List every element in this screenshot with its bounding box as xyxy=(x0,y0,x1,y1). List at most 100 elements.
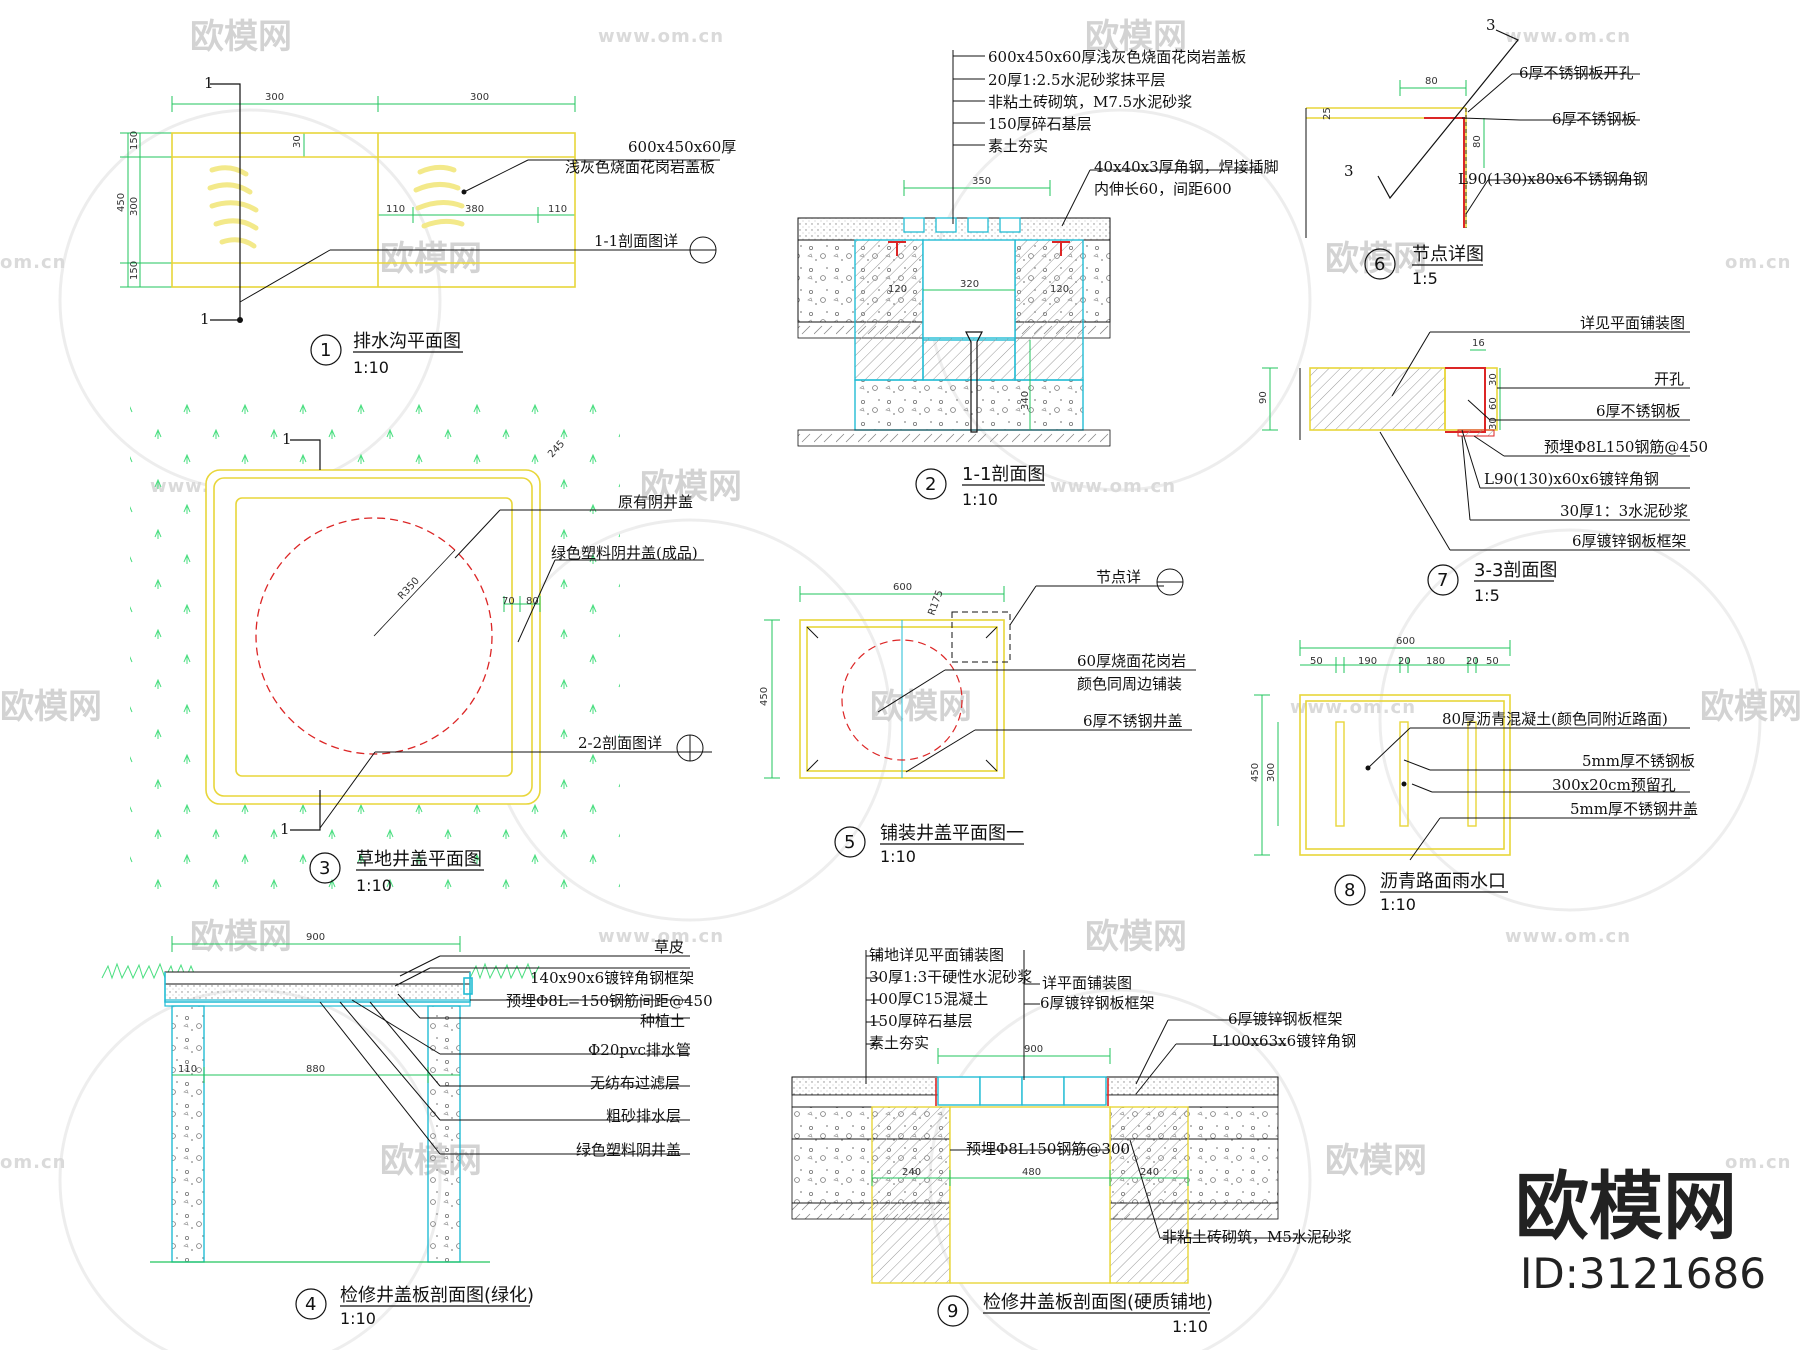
watermark-site: www.om.cn xyxy=(1505,26,1631,47)
dim-240: 240 xyxy=(902,1167,921,1178)
drawing-scale: 1:10 xyxy=(1172,1317,1208,1336)
cut-dot xyxy=(237,317,243,323)
drawing-scale: 1:10 xyxy=(962,490,998,509)
drawing-number: 6 xyxy=(1374,254,1385,275)
manhole-circle xyxy=(841,639,963,761)
dim-30: 30 xyxy=(1488,417,1499,430)
label-dry-mortar: 30厚1:3干硬性水泥砂浆 xyxy=(869,968,1032,986)
dim-600: 600 xyxy=(1396,636,1415,647)
drawing-9-section-hard: 900 240 480 240 铺地详见平面铺装图 30厚1:3干硬性水泥砂浆 … xyxy=(791,946,1356,1336)
watermark-brand: 欧模网 xyxy=(190,17,292,57)
detail-ref-symbol xyxy=(689,236,717,264)
section-mark: 3 xyxy=(1344,162,1354,180)
detail-ref-symbol xyxy=(676,734,704,762)
hard-angles xyxy=(935,1078,1109,1106)
label-angle-steel: L90(130)x80x6不锈钢角钢 xyxy=(1458,170,1648,188)
drawing-scale: 1:10 xyxy=(353,358,389,377)
label-gravel: 150厚碎石基层 xyxy=(869,1012,973,1030)
watermark-brand: 欧模网 xyxy=(1085,917,1187,957)
drawing-number: 5 xyxy=(844,832,855,853)
watermark-site-short: om.cn xyxy=(1725,252,1791,273)
watermark-site: www.om.cn xyxy=(1050,476,1176,497)
drawing-scale: 1:10 xyxy=(340,1309,376,1328)
dim-350: 350 xyxy=(972,176,991,187)
label-reserved-hole: 300x20cm预留孔 xyxy=(1552,776,1676,794)
dim-190: 190 xyxy=(1358,656,1377,667)
label-galv-angle: L100x63x6镀锌角钢 xyxy=(1212,1032,1356,1050)
drain-plan-dimensions xyxy=(120,96,576,288)
title-block-7: 7 3-3剖面图 1:5 xyxy=(1427,560,1557,605)
section-mark: 3 xyxy=(1486,16,1496,34)
watermark-site-short: om.cn xyxy=(1725,1152,1791,1173)
drawing-number: 4 xyxy=(305,1294,316,1315)
watermark-site: www.om.cn xyxy=(598,26,724,47)
label-rebar: 预埋Φ8L150钢筋@300 xyxy=(966,1140,1130,1158)
label-steel-cover: 6厚不锈钢井盖 xyxy=(1083,712,1183,730)
drawing-number: 3 xyxy=(319,858,330,879)
label-mortar: 20厚1:2.5水泥砂浆抹平层 xyxy=(988,71,1166,89)
label-soil: 素土夯实 xyxy=(988,137,1048,155)
dim-60: 60 xyxy=(1488,397,1499,410)
drawing-title: 检修井盖板剖面图(硬质铺地) xyxy=(983,1292,1213,1313)
drawing-title: 1-1剖面图 xyxy=(962,464,1045,485)
node-frame xyxy=(1306,107,1467,228)
lawn-dims xyxy=(503,596,541,612)
node-cut-line xyxy=(1377,29,1519,200)
label-galv-angle: L90(130)x60x6镀锌角钢 xyxy=(1484,470,1659,488)
watermark-site: www.om.cn xyxy=(598,926,724,947)
label-angle-frame: 140x90x6镀锌角钢框架 xyxy=(530,969,694,987)
drain-pipe xyxy=(965,331,983,433)
dim-110: 110 xyxy=(178,1064,197,1075)
watermark-brand: 欧模网 xyxy=(190,917,292,957)
watermark-site: www.om.cn xyxy=(1290,697,1416,718)
mortar-strip xyxy=(1457,429,1495,437)
node-leaders xyxy=(1461,73,1640,215)
green-dims xyxy=(171,936,461,1083)
section-mark: 1 xyxy=(280,820,290,838)
dim-80: 80 xyxy=(1425,76,1438,87)
dim-110: 110 xyxy=(386,204,405,215)
label-geotextile: 无纺布过滤层 xyxy=(590,1074,680,1092)
label-paving-ref: 铺地详见平面铺装图 xyxy=(869,946,1004,964)
label-steel-plate: 6厚不锈钢板 xyxy=(1596,402,1681,420)
drawing-number: 9 xyxy=(947,1301,958,1322)
drawing-title: 3-3剖面图 xyxy=(1474,560,1557,581)
label-gravel: 150厚碎石基层 xyxy=(988,115,1092,133)
watermark-brand: 欧模网 xyxy=(1700,687,1800,727)
drawing-title: 草地井盖平面图 xyxy=(356,849,482,870)
corner-bevels xyxy=(806,626,998,772)
label-planting-soil: 种植土 xyxy=(640,1012,685,1030)
lawn-cut-line xyxy=(290,439,321,831)
label-paving-ref: 详见平面铺装图 xyxy=(1580,314,1685,332)
drawing-2-section-1-1: 350 320 120 120 340 600x450x60厚浅灰色烧面花岗岩盖… xyxy=(797,48,1279,509)
drawing-1-drain-plan: 300 300 450 150 300 150 110 380 110 30 1… xyxy=(116,74,736,377)
label-plate-size: 600x450x60厚 xyxy=(628,138,736,156)
drawing-number: 2 xyxy=(925,474,936,495)
dim-30: 30 xyxy=(1488,373,1499,386)
watermark-brand: 欧模网 xyxy=(1325,1141,1427,1181)
label-node-detail: 节点详 xyxy=(1096,568,1141,586)
paving-leaders xyxy=(877,585,1196,773)
label-cover: 600x450x60厚浅灰色烧面花岗岩盖板 xyxy=(988,48,1246,66)
drawing-4-section-green: 900 110 880 草皮 140x90x6镀锌角钢框架 预埋Φ8L=150钢… xyxy=(101,932,713,1328)
inlet-frame xyxy=(1299,694,1511,856)
dim-320: 320 xyxy=(960,279,979,290)
drawing-scale: 1:10 xyxy=(880,847,916,866)
paving-dims xyxy=(764,586,1005,779)
dim-120: 120 xyxy=(888,284,907,295)
label-plastic-cover: 绿色塑料阴井盖(成品) xyxy=(551,544,698,562)
dim-25: 25 xyxy=(1322,107,1333,120)
angle-steel xyxy=(1445,367,1486,433)
label-steel-plate: 5mm厚不锈钢板 xyxy=(1582,752,1695,770)
section-2-leaders xyxy=(952,50,1262,227)
dim-450: 450 xyxy=(116,193,127,212)
drain-slot-pattern xyxy=(207,164,465,249)
label-section-ref: 1-1剖面图详 xyxy=(594,232,678,250)
drawing-5-paving-cover-plan: 600 450 R175 节点详 60厚烧面花岗岩 颜色同周边铺装 6厚不锈钢井… xyxy=(759,568,1196,866)
label-c15-concrete: 100厚C15混凝土 xyxy=(869,990,988,1008)
angle-steel xyxy=(888,241,1070,256)
label-pvc-pipe: Φ20pvc排水管 xyxy=(588,1041,691,1059)
cover-plates xyxy=(903,217,1021,233)
watermark-brand: 欧模网 xyxy=(640,467,742,507)
